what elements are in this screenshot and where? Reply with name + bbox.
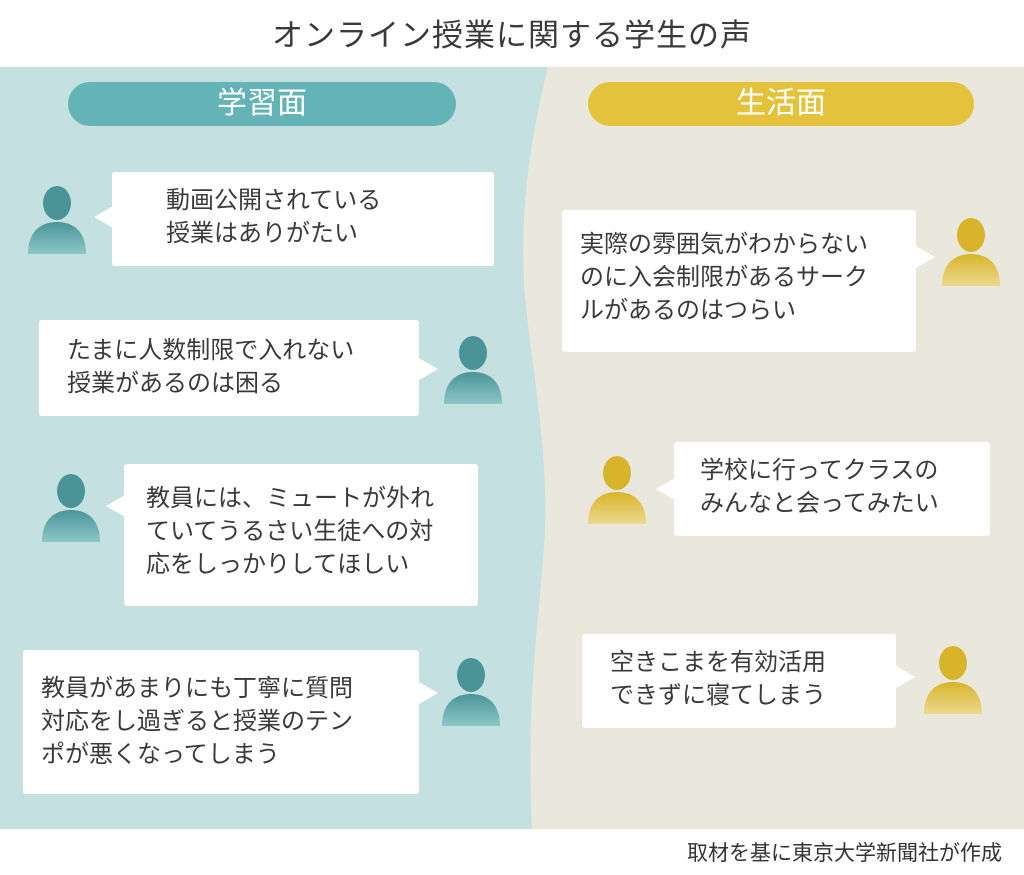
bubble-tail	[896, 666, 915, 688]
comment-line: みんなと会ってみたい	[700, 489, 939, 517]
source-credit: 取材を基に東京大学新聞社が作成	[687, 841, 1002, 865]
study-comment-4: 教員があまりにも丁寧に質問 対応をし過ぎると授業のテン ポが悪くなってしまう	[23, 650, 419, 794]
bubble-tail	[94, 206, 113, 228]
comment-line: のに入会制限があるサーク	[580, 263, 868, 291]
study-comment-3: 教員には、ミュートが外れ ていてうるさい生徒への対 応をしっかりしてほしい	[124, 464, 478, 606]
comment-line: ポが悪くなってしまう	[41, 740, 280, 768]
life-comment-3: 空きこまを有効活用 できずに寝てしまう	[582, 634, 896, 728]
person-icon	[924, 646, 982, 714]
comment-line: 授業があるのは困る	[67, 369, 283, 397]
comment-line: 応をしっかりしてほしい	[146, 550, 410, 578]
person-icon	[588, 456, 646, 524]
comment-line: たまに人数制限で入れない	[67, 336, 355, 364]
life-comment-2: 学校に行ってクラスの みんなと会ってみたい	[674, 442, 990, 536]
life-header: 生活面	[588, 82, 974, 126]
page-title: オンライン授業に関する学生の声	[272, 18, 752, 54]
person-icon	[942, 218, 1000, 286]
bubble-tail	[916, 246, 935, 268]
study-comment-2: たまに人数制限で入れない 授業があるのは困る	[39, 320, 419, 416]
comment-line: 授業はありがたい	[166, 219, 358, 247]
bubble-tail	[656, 478, 675, 500]
study-comment-1: 動画公開されている 授業はありがたい	[112, 172, 494, 266]
comment-line: 空きこまを有効活用	[610, 648, 826, 676]
comment-line: 対応をし過ぎると授業のテン	[41, 707, 353, 735]
comment-line: ルがあるのはつらい	[580, 296, 796, 324]
person-icon	[42, 474, 100, 542]
life-comment-1: 実際の雰囲気がわからない のに入会制限があるサーク ルがあるのはつらい	[562, 210, 916, 352]
person-icon	[444, 336, 502, 404]
comment-line: 動画公開されている	[166, 186, 382, 214]
comment-line: 教員には、ミュートが外れ	[146, 484, 434, 512]
comment-line: 学校に行ってクラスの	[700, 456, 939, 484]
comment-line: できずに寝てしまう	[610, 681, 826, 709]
person-icon	[442, 658, 500, 726]
comment-line: 実際の雰囲気がわからない	[580, 230, 868, 258]
bubble-tail	[106, 495, 125, 517]
comment-line: ていてうるさい生徒への対	[146, 517, 434, 545]
bubble-tail	[419, 682, 438, 704]
person-icon	[28, 186, 86, 254]
comment-line: 教員があまりにも丁寧に質問	[41, 674, 353, 702]
bubble-tail	[419, 358, 438, 380]
study-header: 学習面	[68, 82, 456, 126]
